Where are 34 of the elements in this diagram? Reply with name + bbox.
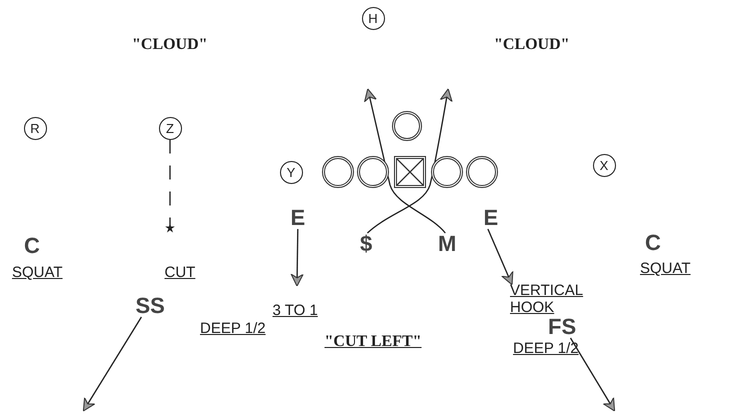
defender-letter: C — [24, 235, 40, 257]
defender-letter: $ — [360, 233, 372, 255]
cloud-title: "CLOUD" — [494, 36, 570, 54]
lineman-circle — [322, 156, 354, 188]
defender-letter: FS — [548, 316, 576, 338]
arrow — [487, 228, 514, 286]
route-line — [165, 140, 175, 232]
lineman-circle — [357, 156, 389, 188]
lineman-circle — [466, 156, 498, 188]
defender-letter: M — [438, 233, 456, 255]
lineman-circle — [431, 156, 463, 188]
play-title: "CUT LEFT" — [324, 333, 422, 351]
route-label: VERTICAL HOOK — [510, 282, 590, 316]
player-circle: R — [24, 116, 46, 140]
player-circle: H — [362, 6, 384, 30]
arrow — [82, 316, 142, 412]
arrow — [290, 229, 304, 287]
cloud-title: "CLOUD" — [132, 36, 208, 54]
route-label: CUT — [164, 264, 196, 281]
player-circle: Y — [280, 160, 302, 184]
defender-letter: C — [645, 232, 661, 254]
defender-letter: E — [484, 207, 498, 229]
player-circle: Z — [158, 116, 182, 140]
route-label: 3 TO 1 — [272, 302, 318, 319]
assignment-label: DEEP 1/2 — [513, 340, 579, 358]
assignment-label: DEEP 1/2 — [200, 320, 266, 338]
defender-letter: SS — [136, 295, 165, 317]
arrow — [570, 338, 616, 412]
defender-letter: E — [290, 207, 306, 229]
quarterback-circle — [392, 111, 422, 141]
assignment-label: SQUAT — [12, 264, 63, 282]
assignment-label: SQUAT — [640, 260, 691, 278]
center-box — [394, 156, 426, 188]
player-circle: X — [592, 154, 616, 176]
